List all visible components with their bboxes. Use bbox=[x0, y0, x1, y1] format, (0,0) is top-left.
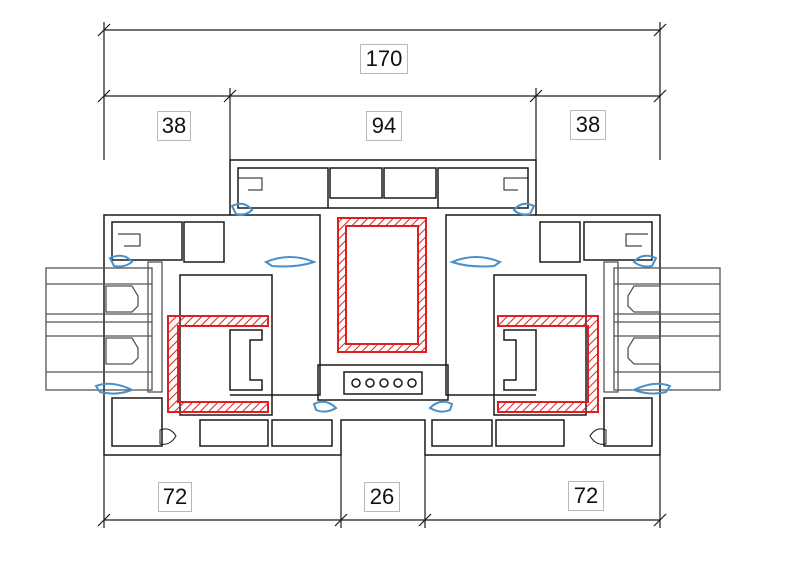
dimension-bottom-left: 72 bbox=[158, 482, 192, 512]
dimension-bottom-middle: 26 bbox=[364, 482, 400, 512]
gaskets bbox=[94, 202, 672, 413]
dimension-lines bbox=[97, 22, 667, 528]
steel-reinforcement bbox=[167, 217, 599, 413]
dimension-top-middle: 94 bbox=[366, 111, 402, 141]
dimension-overall: 170 bbox=[360, 44, 408, 74]
glazing-units bbox=[45, 261, 721, 393]
frame-outline bbox=[103, 159, 661, 456]
dimension-top-left: 38 bbox=[157, 111, 191, 141]
dimension-top-right: 38 bbox=[570, 110, 606, 140]
dimension-bottom-right: 72 bbox=[568, 481, 604, 511]
hardware-details bbox=[118, 177, 648, 445]
